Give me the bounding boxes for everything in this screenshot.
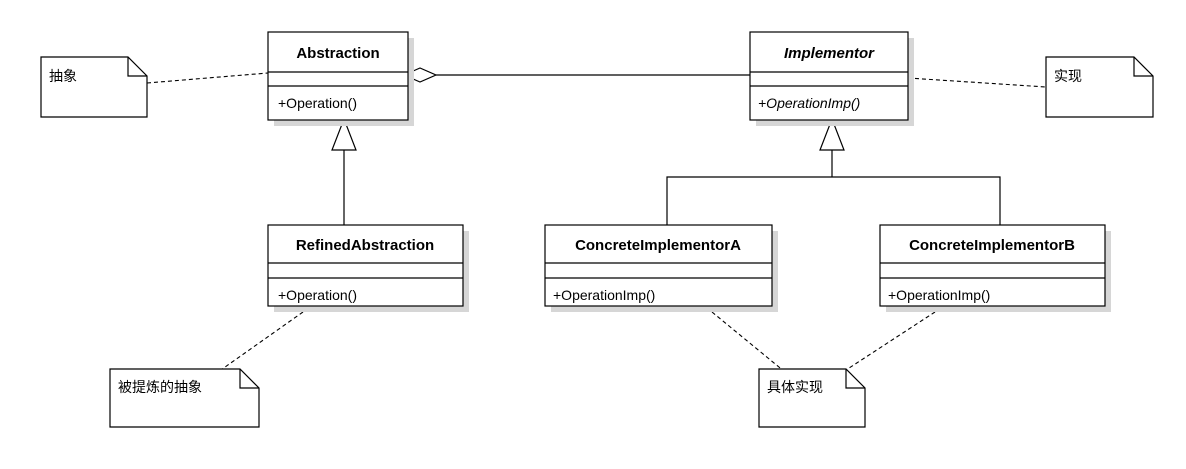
- note-text: 抽象: [49, 69, 77, 85]
- note-text: 被提炼的抽象: [118, 380, 202, 396]
- note-text: 具体实现: [767, 380, 823, 396]
- class-refined-abstraction[interactable]: RefinedAbstraction +Operation(): [267, 224, 469, 312]
- class-name: Abstraction: [296, 45, 379, 62]
- concrete-b-note-connector: [842, 311, 936, 373]
- note-concrete[interactable]: 具体实现: [758, 368, 866, 428]
- class-operation: +Operation(): [278, 95, 357, 111]
- concrete-a-note-connector: [711, 311, 786, 373]
- class-name: RefinedAbstraction: [296, 237, 434, 254]
- concrete-inheritance-branch: [666, 176, 1001, 225]
- class-implementor[interactable]: Implementor +OperationImp(): [749, 31, 914, 126]
- class-name: ConcreteImplementorA: [575, 237, 741, 254]
- implementor-note-connector: [907, 77, 1047, 88]
- class-name: ConcreteImplementorB: [909, 237, 1075, 254]
- class-operation: +OperationImp(): [758, 95, 860, 111]
- note-implementor[interactable]: 实现: [1045, 56, 1154, 118]
- class-abstraction[interactable]: Abstraction +Operation(): [267, 31, 414, 126]
- abstraction-note-connector: [146, 72, 269, 84]
- class-operation: +OperationImp(): [553, 287, 655, 303]
- class-operation: +Operation(): [278, 287, 357, 303]
- class-concrete-implementor-b[interactable]: ConcreteImplementorB +OperationImp(): [879, 224, 1111, 312]
- class-concrete-implementor-a[interactable]: ConcreteImplementorA +OperationImp(): [544, 224, 778, 312]
- refined-note-connector: [217, 311, 304, 373]
- note-abstraction[interactable]: 抽象: [40, 56, 148, 118]
- class-operation: +OperationImp(): [888, 287, 990, 303]
- concrete-inheritance-arrow: [819, 117, 845, 151]
- refined-inheritance-arrow: [331, 117, 357, 151]
- note-refined[interactable]: 被提炼的抽象: [109, 368, 260, 428]
- note-text: 实现: [1054, 69, 1082, 85]
- class-name: Implementor: [784, 45, 875, 62]
